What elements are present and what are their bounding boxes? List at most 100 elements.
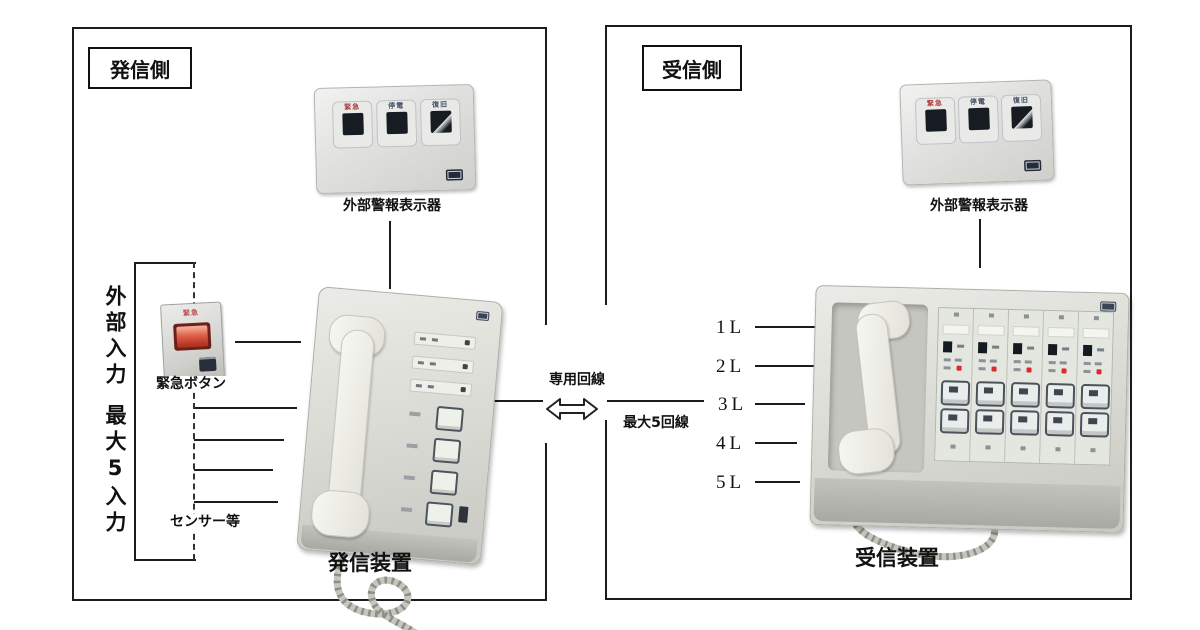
alarm-window-label: 復旧 bbox=[432, 100, 449, 110]
alarm-window-label: 緊急 bbox=[926, 99, 944, 108]
button-row-label bbox=[406, 443, 418, 449]
alarm-window-restore: 復旧 bbox=[1000, 93, 1043, 143]
control-button bbox=[939, 408, 970, 434]
left-alarm-display-label: 外部警報表示器 bbox=[318, 198, 466, 215]
input-line-1 bbox=[235, 341, 301, 343]
alarm-window-power-failure: 停電 bbox=[375, 99, 418, 148]
talk-button bbox=[975, 381, 1006, 407]
emergency-red-button bbox=[173, 322, 212, 351]
right-section-title: 受信側 bbox=[662, 57, 722, 82]
right-alarm-display-label: 外部警報表示器 bbox=[905, 198, 1053, 215]
transmitter-handset bbox=[309, 488, 372, 540]
emergency-small-button bbox=[198, 356, 217, 372]
line-select-button bbox=[435, 405, 465, 433]
line-select-button bbox=[424, 501, 454, 528]
emergency-device-label: 緊急 bbox=[182, 308, 200, 318]
channel-label-3l: 3L bbox=[718, 394, 748, 415]
line-select-button bbox=[429, 469, 459, 496]
right-box-border-bottom bbox=[605, 598, 1132, 600]
input-bracket-bottom-stub bbox=[134, 559, 196, 561]
indicator-strip bbox=[409, 378, 473, 397]
channel-line-3l bbox=[755, 403, 805, 405]
line-column-4 bbox=[1040, 310, 1080, 464]
link-line-left bbox=[486, 400, 543, 402]
alarm-lamp bbox=[967, 107, 990, 131]
control-button bbox=[974, 409, 1005, 435]
right-alarm-connector-line bbox=[979, 219, 981, 268]
input-bracket-vertical bbox=[134, 262, 136, 561]
line-column-2 bbox=[970, 309, 1010, 462]
left-box-border-top bbox=[72, 27, 545, 29]
input-bracket-top-stub bbox=[134, 262, 196, 264]
left-alarm-connector-line bbox=[389, 221, 391, 289]
button-row-label bbox=[403, 475, 415, 481]
link-line-right bbox=[607, 400, 704, 402]
alarm-window-emergency: 緊急 bbox=[914, 96, 957, 146]
channel-line-5l bbox=[755, 481, 800, 483]
brand-logo-badge bbox=[1024, 159, 1042, 172]
transmitter-device bbox=[287, 278, 518, 630]
transmitter-handset-cord bbox=[333, 527, 434, 630]
emergency-button-caption: 緊急ボタン bbox=[144, 376, 238, 393]
left-alarm-display-device: 緊急 停電 復旧 bbox=[313, 83, 477, 195]
alarm-window-label: 停電 bbox=[969, 97, 987, 107]
alarm-window-label: 緊急 bbox=[344, 102, 361, 112]
sensor-caption: センサー等 bbox=[156, 514, 254, 531]
brand-logo-badge bbox=[445, 169, 464, 181]
talk-button bbox=[940, 380, 971, 406]
input-bus-dashed-line bbox=[193, 262, 195, 560]
alarm-window-label: 復旧 bbox=[1012, 96, 1030, 105]
talk-button bbox=[1080, 383, 1111, 410]
talk-button bbox=[1010, 382, 1041, 408]
receiver-caption: 受信装置 bbox=[855, 546, 939, 570]
indicator-strip bbox=[413, 331, 477, 350]
right-box-border-top bbox=[605, 25, 1132, 27]
alarm-window-label: 停電 bbox=[388, 101, 405, 111]
channel-line-4l bbox=[755, 442, 797, 444]
talk-button bbox=[1045, 382, 1076, 409]
brand-logo-badge bbox=[1100, 301, 1117, 312]
left-section-title-box: 発信側 bbox=[88, 47, 192, 89]
receiver-body bbox=[809, 284, 1130, 534]
left-box-border-right-lower bbox=[545, 443, 547, 601]
receiver-front-edge bbox=[813, 477, 1121, 529]
left-right-double-arrow-icon bbox=[546, 398, 598, 420]
input-line-4 bbox=[194, 469, 273, 471]
indicator-strip bbox=[411, 355, 475, 374]
left-section-title: 発信側 bbox=[110, 57, 170, 82]
alarm-window-restore: 復旧 bbox=[419, 98, 462, 147]
receiver-device bbox=[808, 279, 1133, 577]
transmitter-caption: 発信装置 bbox=[328, 551, 412, 575]
brand-logo-badge bbox=[475, 310, 490, 322]
alarm-lamp bbox=[1010, 106, 1033, 129]
right-alarm-display-device: 緊急 停電 復旧 bbox=[899, 79, 1055, 186]
button-row-label bbox=[409, 411, 421, 417]
max-5-lines-label: 最大5回線 bbox=[607, 415, 705, 432]
channel-label-1l: 1L bbox=[716, 317, 746, 338]
line-panel bbox=[934, 307, 1115, 466]
left-box-border-bottom bbox=[72, 599, 547, 601]
dedicated-line-label: 専用回線 bbox=[534, 372, 620, 389]
line-column-1 bbox=[935, 308, 975, 461]
external-input-label: 外部入力 bbox=[103, 285, 127, 389]
alarm-window-power-failure: 停電 bbox=[957, 95, 1000, 144]
channel-line-1l bbox=[755, 326, 833, 328]
line-column-5 bbox=[1075, 311, 1114, 465]
input-line-3 bbox=[194, 439, 284, 441]
alarm-lamp bbox=[429, 110, 452, 134]
right-section-title-box: 受信側 bbox=[642, 45, 742, 91]
channel-label-2l: 2L bbox=[716, 356, 746, 377]
line-select-button bbox=[432, 437, 462, 465]
alarm-lamp bbox=[341, 112, 364, 136]
control-button bbox=[1044, 410, 1075, 437]
channel-label-5l: 5L bbox=[716, 472, 746, 493]
input-line-2 bbox=[194, 407, 297, 409]
right-box-border-left-lower bbox=[605, 420, 607, 600]
alarm-lamp bbox=[924, 109, 947, 132]
max-5-inputs-label: 最大5入力 bbox=[103, 404, 127, 537]
channel-line-2l bbox=[755, 365, 819, 367]
emergency-button-device: 緊急 bbox=[160, 301, 225, 381]
control-button bbox=[1079, 411, 1110, 438]
emergency-red-button-face bbox=[176, 325, 209, 348]
